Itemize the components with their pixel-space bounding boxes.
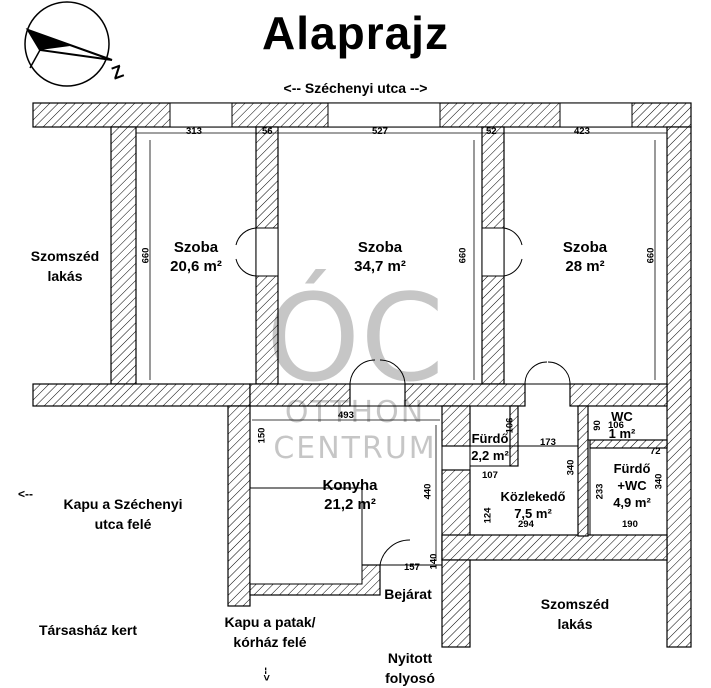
room-name-2: +WC xyxy=(617,478,647,493)
room-wc: WC 1 m² xyxy=(600,408,644,442)
room-name: Szoba xyxy=(173,239,219,256)
label-line: folyosó xyxy=(385,670,435,686)
doors xyxy=(235,227,571,566)
room-kozlekedo: Közlekedő 7,5 m² xyxy=(488,488,578,522)
dim-72: 72 xyxy=(650,446,661,457)
watermark-line1: OTTHON xyxy=(285,395,425,430)
room-furdo-small: Fürdő 2,2 m² xyxy=(462,430,518,464)
room-name: Közlekedő xyxy=(500,489,566,504)
label-line: Kapu a patak/ xyxy=(224,614,316,630)
open-corridor-label: Nyitott folyosó xyxy=(370,648,450,688)
dim-660-a: 660 xyxy=(140,247,152,264)
entrance-label: Bejárat xyxy=(384,586,432,602)
room-area: 20,6 m² xyxy=(170,258,222,275)
dim-56: 56 xyxy=(262,126,273,137)
dim-660-b: 660 xyxy=(457,247,469,264)
watermark-monogram: ÓC xyxy=(266,269,444,409)
label-line: lakás xyxy=(557,616,593,632)
dim-660-c: 660 xyxy=(645,247,657,264)
room-name: Konyha xyxy=(322,477,378,494)
dim-140: 140 xyxy=(428,553,440,570)
watermark-line2: CENTRUM xyxy=(273,431,436,466)
label-line: Szomszéd xyxy=(540,596,610,612)
dim-150: 150 xyxy=(256,427,268,444)
compass-rose-icon: Z xyxy=(24,1,126,87)
label-line: lakás xyxy=(47,268,83,284)
windows xyxy=(169,102,633,277)
dim-106-a: 106 xyxy=(504,417,516,434)
room-name: Fürdő xyxy=(471,431,509,446)
room-name: Fürdő xyxy=(613,461,651,476)
room-szoba-1: Szoba 20,6 m² xyxy=(140,238,252,276)
garden-label: Társasház kert xyxy=(38,622,138,638)
neighbour-left-label: Szomszéd lakás xyxy=(10,246,120,286)
label-line: utca felé xyxy=(94,516,152,532)
gate-patak-label: Kapu a patak/ kórház felé xyxy=(200,612,340,652)
room-area: 28 m² xyxy=(565,258,605,275)
dim-173: 173 xyxy=(540,437,556,448)
dim-340-a: 340 xyxy=(565,459,577,476)
room-furdo-wc: Fürdő +WC 4,9 m² xyxy=(596,460,668,511)
dim-106-b: 106 xyxy=(608,420,624,431)
dim-493: 493 xyxy=(338,410,354,421)
dim-527: 527 xyxy=(372,126,388,137)
dim-107: 107 xyxy=(482,470,498,481)
gate-patak-arrow: --> xyxy=(260,667,272,681)
dim-124: 124 xyxy=(482,507,494,524)
room-name: WC xyxy=(611,409,633,424)
room-szoba-2: Szoba 34,7 m² xyxy=(300,238,460,276)
page-title: Alaprajz xyxy=(262,7,449,59)
dim-340-b: 340 xyxy=(653,473,665,490)
room-area: 2,2 m² xyxy=(471,448,509,463)
label-line: Kapu a Széchenyi xyxy=(63,496,183,512)
gate-szechenyi-arrow: <-- xyxy=(18,487,33,501)
gate-szechenyi-label: Kapu a Széchenyi utca felé xyxy=(40,494,206,534)
dim-440: 440 xyxy=(422,483,434,500)
room-area: 1 m² xyxy=(608,426,636,441)
dim-52: 52 xyxy=(486,126,497,137)
dimension-lines xyxy=(136,132,667,560)
dim-313: 313 xyxy=(186,126,202,137)
room-area: 7,5 m² xyxy=(514,506,552,521)
room-szoba-3: Szoba 28 m² xyxy=(520,238,650,276)
label-line: Szomszéd xyxy=(30,248,100,264)
watermark-logo: ÓC OTTHON CENTRUM xyxy=(266,269,444,466)
label-line: Nyitott xyxy=(387,650,433,666)
dim-157: 157 xyxy=(404,562,420,573)
street-label: <-- Széchenyi utca --> xyxy=(283,80,428,96)
dim-190: 190 xyxy=(622,519,638,530)
neighbour-right-label: Szomszéd lakás xyxy=(520,594,630,634)
room-area: 21,2 m² xyxy=(324,496,376,513)
room-konyha: Konyha 21,2 m² xyxy=(290,476,410,514)
room-area: 34,7 m² xyxy=(354,258,406,275)
dim-233: 233 xyxy=(594,483,606,500)
dim-294: 294 xyxy=(518,519,534,530)
room-name: Szoba xyxy=(357,239,403,256)
label-line: kórház felé xyxy=(233,634,307,650)
room-name: Szoba xyxy=(562,239,608,256)
dim-90: 90 xyxy=(591,420,603,431)
room-area: 4,9 m² xyxy=(613,495,651,510)
dim-423: 423 xyxy=(574,126,590,137)
